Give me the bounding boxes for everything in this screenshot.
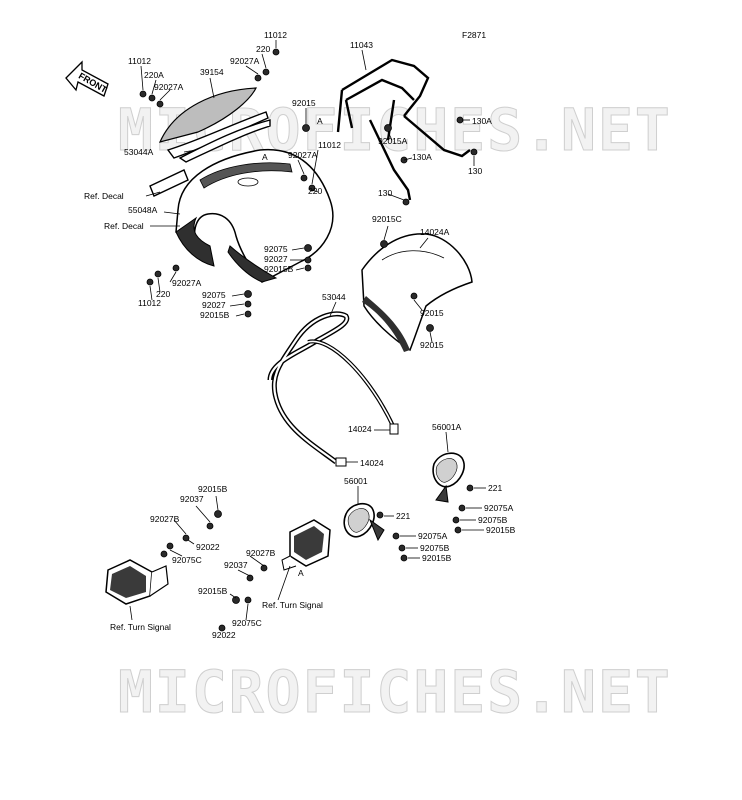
label-220-c: 220 [156,289,170,299]
label-92022-b: 92022 [212,630,236,640]
label-92015-c: 92015 [420,340,444,350]
part-labels: 11012 220A 92027A 39154 92027A 220 11012… [84,30,516,640]
label-92075C-a: 92075C [172,555,202,565]
label-92015B-c: 92015B [486,525,516,535]
label-ref-turn-signal-a: Ref. Turn Signal [110,622,171,632]
label-92075B-a: 92075B [478,515,508,525]
label-92027-a: 92027 [264,254,288,264]
label-92075A-a: 92075A [484,503,514,513]
label-92027A-b: 92027A [230,56,260,66]
label-56001: 56001 [344,476,368,486]
label-92015B-a: 92015B [264,264,294,274]
label-92027A-d: 92027A [172,278,202,288]
label-130A-a: 130A [472,116,492,126]
front-arrow-icon: FRONT [65,60,109,97]
label-92027A-a: 92027A [154,82,184,92]
label-92022-a: 92022 [196,542,220,552]
label-220A: 220A [144,70,164,80]
label-53044: 53044 [322,292,346,302]
leader-lines [129,40,486,621]
label-11012-b: 11012 [264,30,287,40]
trim-53044A-part [178,119,271,163]
label-11012-a: 11012 [128,56,151,66]
label-ref-decal-a: Ref. Decal [84,191,124,201]
windshield-part [158,87,269,159]
label-ref-decal-b: Ref. Decal [104,221,144,231]
label-92015-a: 92015 [292,98,316,108]
fasteners [139,48,478,632]
label-56001A: 56001A [432,422,462,432]
label-11043: 11043 [350,40,373,50]
label-92015C: 92015C [372,214,402,224]
label-92027B-b: 92027B [246,548,276,558]
label-220-b: 220 [308,186,322,196]
label-92027A-c: 92027A [288,150,318,160]
label-220-a: 220 [256,44,270,54]
mirror-56001-part [343,502,385,542]
label-92075C-b: 92075C [232,618,262,628]
label-92027B-a: 92027B [150,514,180,524]
label-14024A: 14024A [420,227,450,237]
label-92037-a: 92037 [180,494,204,504]
seal-end-b [335,457,347,467]
label-92015B-b: 92015B [200,310,230,320]
turn-signal-left-part [105,559,169,605]
label-92075-b: 92075 [202,290,226,300]
label-92037-b: 92037 [224,560,248,570]
label-130-b: 130 [378,188,392,198]
label-221-b: 221 [396,511,410,521]
label-92015B-f: 92015B [198,586,228,596]
watermark-bottom: MICROFICHES.NET [118,658,672,726]
label-14024-b: 14024 [360,458,384,468]
label-92015A: 92015A [378,136,408,146]
label-130-a: 130 [468,166,482,176]
turn-signal-right-part [281,519,331,571]
label-92075-a: 92075 [264,244,288,254]
label-92027-b: 92027 [202,300,226,310]
label-11012-c: 11012 [318,140,341,150]
label-130A-b: 130A [412,152,432,162]
label-A-3: A [298,568,304,578]
seal-53044-part [267,311,350,465]
label-92075A-b: 92075A [418,531,448,541]
upper-cowl-part [175,148,334,283]
seal-end-a [389,423,399,435]
figure-code: F2871 [462,30,486,40]
bracket-11043-part [336,58,471,201]
label-92075B-b: 92075B [420,543,450,553]
label-11012-d: 11012 [138,298,161,308]
label-ref-turn-signal-b: Ref. Turn Signal [262,600,323,610]
label-A-1: A [317,116,323,126]
label-53044A: 53044A [124,147,154,157]
label-55048A: 55048A [128,205,158,215]
label-14024-a: 14024 [348,424,372,434]
label-A-2: A [262,152,268,162]
label-92015B-e: 92015B [198,484,228,494]
label-92015B-d: 92015B [422,553,452,563]
decal-strip-part [149,169,189,197]
side-cowl-part [361,233,473,352]
seal-14024-part [307,339,396,429]
label-221-a: 221 [488,483,502,493]
mirror-56001A-part [432,452,465,503]
label-39154: 39154 [200,67,224,77]
label-92015-b: 92015 [420,308,444,318]
